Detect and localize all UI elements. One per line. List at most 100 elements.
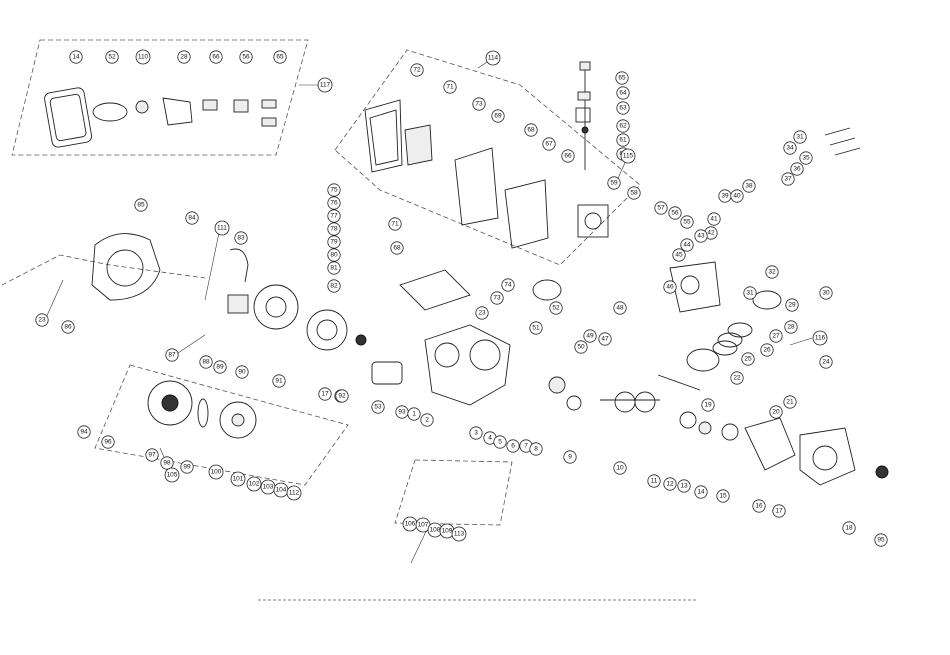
callout-circle [235, 365, 249, 379]
callout-number: 40 [733, 193, 741, 200]
bearing-12-drawing [679, 411, 697, 429]
callout-number: 112 [289, 490, 300, 497]
part-callout-72: 72 [410, 63, 424, 77]
part-callout-56: 56 [668, 206, 682, 220]
flywheel-inner-drawing [265, 296, 287, 318]
callout-number: 91 [275, 378, 283, 385]
callout-number: 80 [330, 252, 338, 259]
callout-circle [752, 499, 766, 513]
callout-number: 79 [330, 239, 338, 246]
callout-circle [542, 137, 556, 151]
callout-number: 93 [398, 409, 406, 416]
gasket-66-drawing [202, 99, 218, 111]
callout-number: 97 [148, 452, 156, 459]
callout-number: 113 [454, 531, 465, 538]
part-callout-114: 114 [485, 50, 501, 66]
piston-ring-27-drawing [717, 332, 743, 348]
callout-circle [647, 474, 661, 488]
part-callout-50: 50 [574, 340, 588, 354]
part-callout-42: 42 [704, 226, 718, 240]
starter-motor-drawing [371, 361, 403, 385]
callout-circle [160, 456, 174, 470]
part-callout-81: 81 [327, 261, 341, 275]
callout-circle [529, 321, 543, 335]
callout-circle [783, 395, 797, 409]
callout-number: 18 [845, 525, 853, 532]
group-line-86 [1, 254, 206, 286]
part-callout-52: 52 [549, 301, 563, 315]
callout-circle [208, 464, 224, 480]
air-cleaner-base-drawing [504, 179, 549, 249]
part-callout-106: 106 [402, 516, 418, 532]
part-callout-65: 65 [615, 71, 629, 85]
callout-circle [490, 291, 504, 305]
callout-number: 13 [680, 483, 688, 490]
part-callout-31: 31 [793, 130, 807, 144]
gasket-14-drawing [44, 87, 93, 148]
callout-number: 26 [763, 347, 771, 354]
connecting-rod-drawing [657, 374, 701, 391]
part-callout-94: 94 [77, 425, 91, 439]
part-callout-31: 31 [743, 286, 757, 300]
callout-number: 73 [475, 101, 483, 108]
part-callout-117: 117 [317, 77, 333, 93]
callout-circle [327, 235, 341, 249]
part-callout-29: 29 [785, 298, 799, 312]
callout-number: 6 [511, 443, 515, 450]
callout-number: 63 [619, 105, 627, 112]
part-callout-115: 115 [620, 148, 636, 164]
callout-number: 12 [666, 481, 674, 488]
callout-number: 64 [619, 90, 627, 97]
callout-number: 53 [374, 404, 382, 411]
part-callout-99: 99 [180, 460, 194, 474]
callout-number: 11 [651, 478, 658, 485]
part-callout-14: 14 [69, 50, 83, 64]
group-box-112 [94, 364, 349, 486]
callout-number: 30 [822, 290, 830, 297]
callout-circle [214, 220, 230, 236]
callout-circle [842, 521, 856, 535]
callout-circle [680, 238, 694, 252]
callout-number: 56 [671, 210, 679, 217]
part-callout-11: 11 [647, 474, 661, 488]
callout-circle [272, 374, 286, 388]
callout-number: 2 [425, 417, 429, 424]
part-callout-78: 78 [327, 222, 341, 236]
callout-circle [672, 248, 686, 262]
callout-number: 114 [488, 55, 499, 62]
part-callout-84: 84 [185, 211, 199, 225]
rotor-inner-drawing [316, 319, 338, 341]
part-callout-46: 46 [663, 280, 677, 294]
part-callout-45: 45 [672, 248, 686, 262]
callout-circle [335, 389, 349, 403]
part-callout-51: 51 [529, 321, 543, 335]
part-callout-79: 79 [327, 235, 341, 249]
callout-number: 98 [163, 460, 171, 467]
part-callout-68: 68 [390, 241, 404, 255]
callout-number: 96 [104, 439, 112, 446]
part-callout-59: 59 [607, 176, 621, 190]
callout-number: 8 [534, 446, 538, 453]
callout-circle [327, 196, 341, 210]
callout-circle [668, 206, 682, 220]
part-callout-20: 20 [769, 405, 783, 419]
callout-circle [390, 241, 404, 255]
callout-number: 94 [80, 429, 88, 436]
callout-number: 84 [188, 215, 196, 222]
part-callout-2: 2 [420, 413, 434, 427]
part-callout-61: 61 [616, 133, 630, 147]
part-callout-71: 71 [443, 80, 457, 94]
air-cleaner-case-drawing [454, 147, 499, 226]
part-callout-96: 96 [101, 435, 115, 449]
callout-circle [769, 405, 783, 419]
part-callout-3: 3 [469, 426, 483, 440]
callout-number: 116 [815, 335, 826, 342]
callout-circle [783, 141, 797, 155]
callout-number: 28 [180, 54, 188, 61]
callout-circle [273, 50, 287, 64]
callout-number: 101 [233, 476, 244, 483]
callout-number: 17 [775, 508, 783, 515]
part-callout-73: 73 [490, 291, 504, 305]
part-callout-102: 102 [246, 476, 262, 492]
gasket-65b-drawing [261, 117, 277, 127]
